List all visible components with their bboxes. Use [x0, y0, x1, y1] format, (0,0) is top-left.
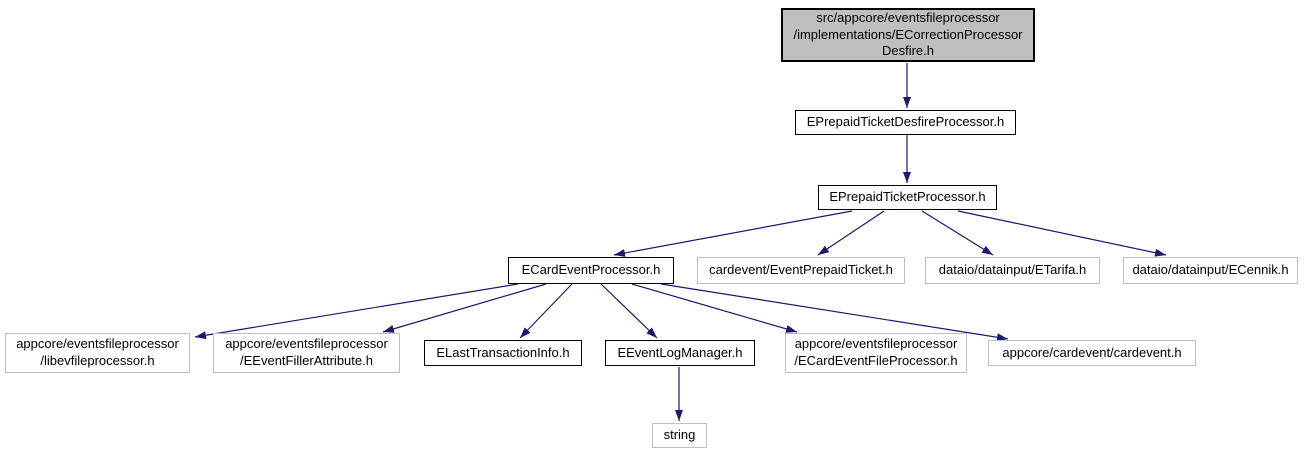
edge-n4-n11 — [600, 283, 658, 339]
node-src-ecorrectionprocessordesfire: src/appcore/eventsfileprocessor /impleme… — [781, 8, 1035, 62]
node-eprepaidticketprocessor[interactable]: EPrepaidTicketProcessor.h — [818, 185, 997, 210]
node-eventprepaidticket: cardevent/EventPrepaidTicket.h — [697, 257, 905, 284]
node-ecardeventprocessor[interactable]: ECardEventProcessor.h — [508, 257, 674, 284]
edge-n4-n9 — [382, 283, 547, 333]
node-ecardeventfileprocessor: appcore/eventsfileprocessor /ECardEventF… — [785, 333, 967, 373]
edge-n4-n8 — [194, 283, 519, 340]
edge-n3-n7 — [957, 210, 1167, 257]
edge-n3-n6 — [921, 210, 994, 256]
node-libevfileprocessor: appcore/eventsfileprocessor /libevfilepr… — [5, 333, 190, 373]
edge-n4-n12 — [631, 283, 798, 333]
edge-n3-n4 — [613, 210, 853, 257]
node-string: string — [652, 423, 707, 448]
node-ecennik: dataio/datainput/ECennik.h — [1123, 257, 1298, 284]
node-eeventlogmanager[interactable]: EEventLogManager.h — [605, 340, 755, 366]
node-cardevent: appcore/cardevent/cardevent.h — [988, 340, 1196, 366]
node-eeventfillerattribute: appcore/eventsfileprocessor /EEventFille… — [213, 333, 400, 373]
edge-n4-n10 — [519, 283, 573, 339]
node-eprepaidticketdesfireprocessor[interactable]: EPrepaidTicketDesfireProcessor.h — [795, 110, 1016, 135]
node-elasttransactioninfo[interactable]: ELastTransactionInfo.h — [424, 340, 582, 366]
node-etarifa: dataio/datainput/ETarifa.h — [925, 257, 1100, 284]
edge-n4-n13 — [660, 283, 1009, 342]
edge-n3-n5 — [817, 210, 885, 256]
